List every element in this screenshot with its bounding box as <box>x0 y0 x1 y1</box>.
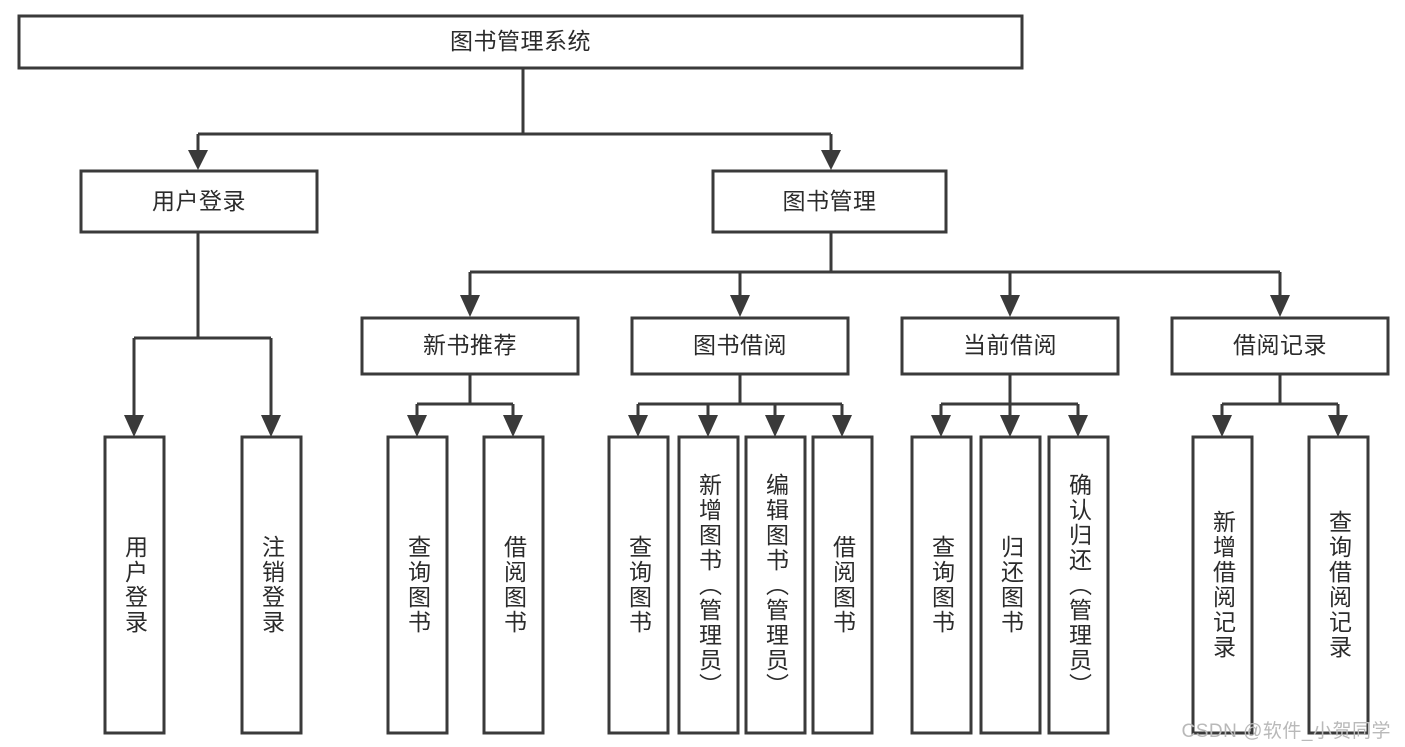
leaf-bb-add-book[interactable] <box>677 435 740 735</box>
leaf-cb-return-book[interactable] <box>979 435 1042 735</box>
node-borrow-record[interactable] <box>1170 316 1390 376</box>
arrow-to-book-borrow <box>730 295 750 317</box>
node-root[interactable] <box>17 14 1024 70</box>
node-current-borrow[interactable] <box>900 316 1120 376</box>
leaf-bb-query-book[interactable] <box>607 435 670 735</box>
leaf-logout[interactable] <box>240 435 303 735</box>
arrow-cb-leaf-2 <box>1000 415 1020 437</box>
arrow-cb-leaf-3 <box>1068 415 1088 437</box>
arrow-bb-leaf-4 <box>832 415 852 437</box>
leaf-nbr-query-book[interactable] <box>386 435 449 735</box>
arrow-nbr-leaf-1 <box>407 415 427 437</box>
arrow-bb-leaf-2 <box>698 415 718 437</box>
leaf-cb-confirm-return[interactable] <box>1047 435 1110 735</box>
arrow-to-leaf-user-login <box>124 415 144 437</box>
arrow-nbr-leaf-2 <box>503 415 523 437</box>
node-book-management[interactable] <box>711 169 948 234</box>
arrow-to-current-borrow <box>1000 295 1020 317</box>
arrow-root-to-book-mgmt <box>821 150 841 170</box>
arrow-br-leaf-1 <box>1212 415 1232 437</box>
leaf-nbr-borrow-book[interactable] <box>482 435 545 735</box>
leaf-br-query-record[interactable] <box>1307 435 1370 735</box>
node-book-borrow[interactable] <box>630 316 850 376</box>
node-new-book-recommend[interactable] <box>360 316 580 376</box>
arrow-root-to-user-login <box>188 150 208 170</box>
node-user-login[interactable] <box>79 169 319 234</box>
leaf-cb-query-book[interactable] <box>910 435 973 735</box>
arrow-cb-leaf-1 <box>931 415 951 437</box>
arrow-to-new-book-recommend <box>460 295 480 317</box>
arrow-br-leaf-2 <box>1328 415 1348 437</box>
arrow-to-borrow-record <box>1270 295 1290 317</box>
arrow-to-leaf-logout <box>261 415 281 437</box>
arrow-bb-leaf-3 <box>765 415 785 437</box>
leaf-bb-edit-book[interactable] <box>744 435 807 735</box>
leaf-bb-borrow-book[interactable] <box>811 435 874 735</box>
leaf-user-login[interactable] <box>103 435 166 735</box>
arrow-bb-leaf-1 <box>628 415 648 437</box>
leaf-br-add-record[interactable] <box>1191 435 1254 735</box>
